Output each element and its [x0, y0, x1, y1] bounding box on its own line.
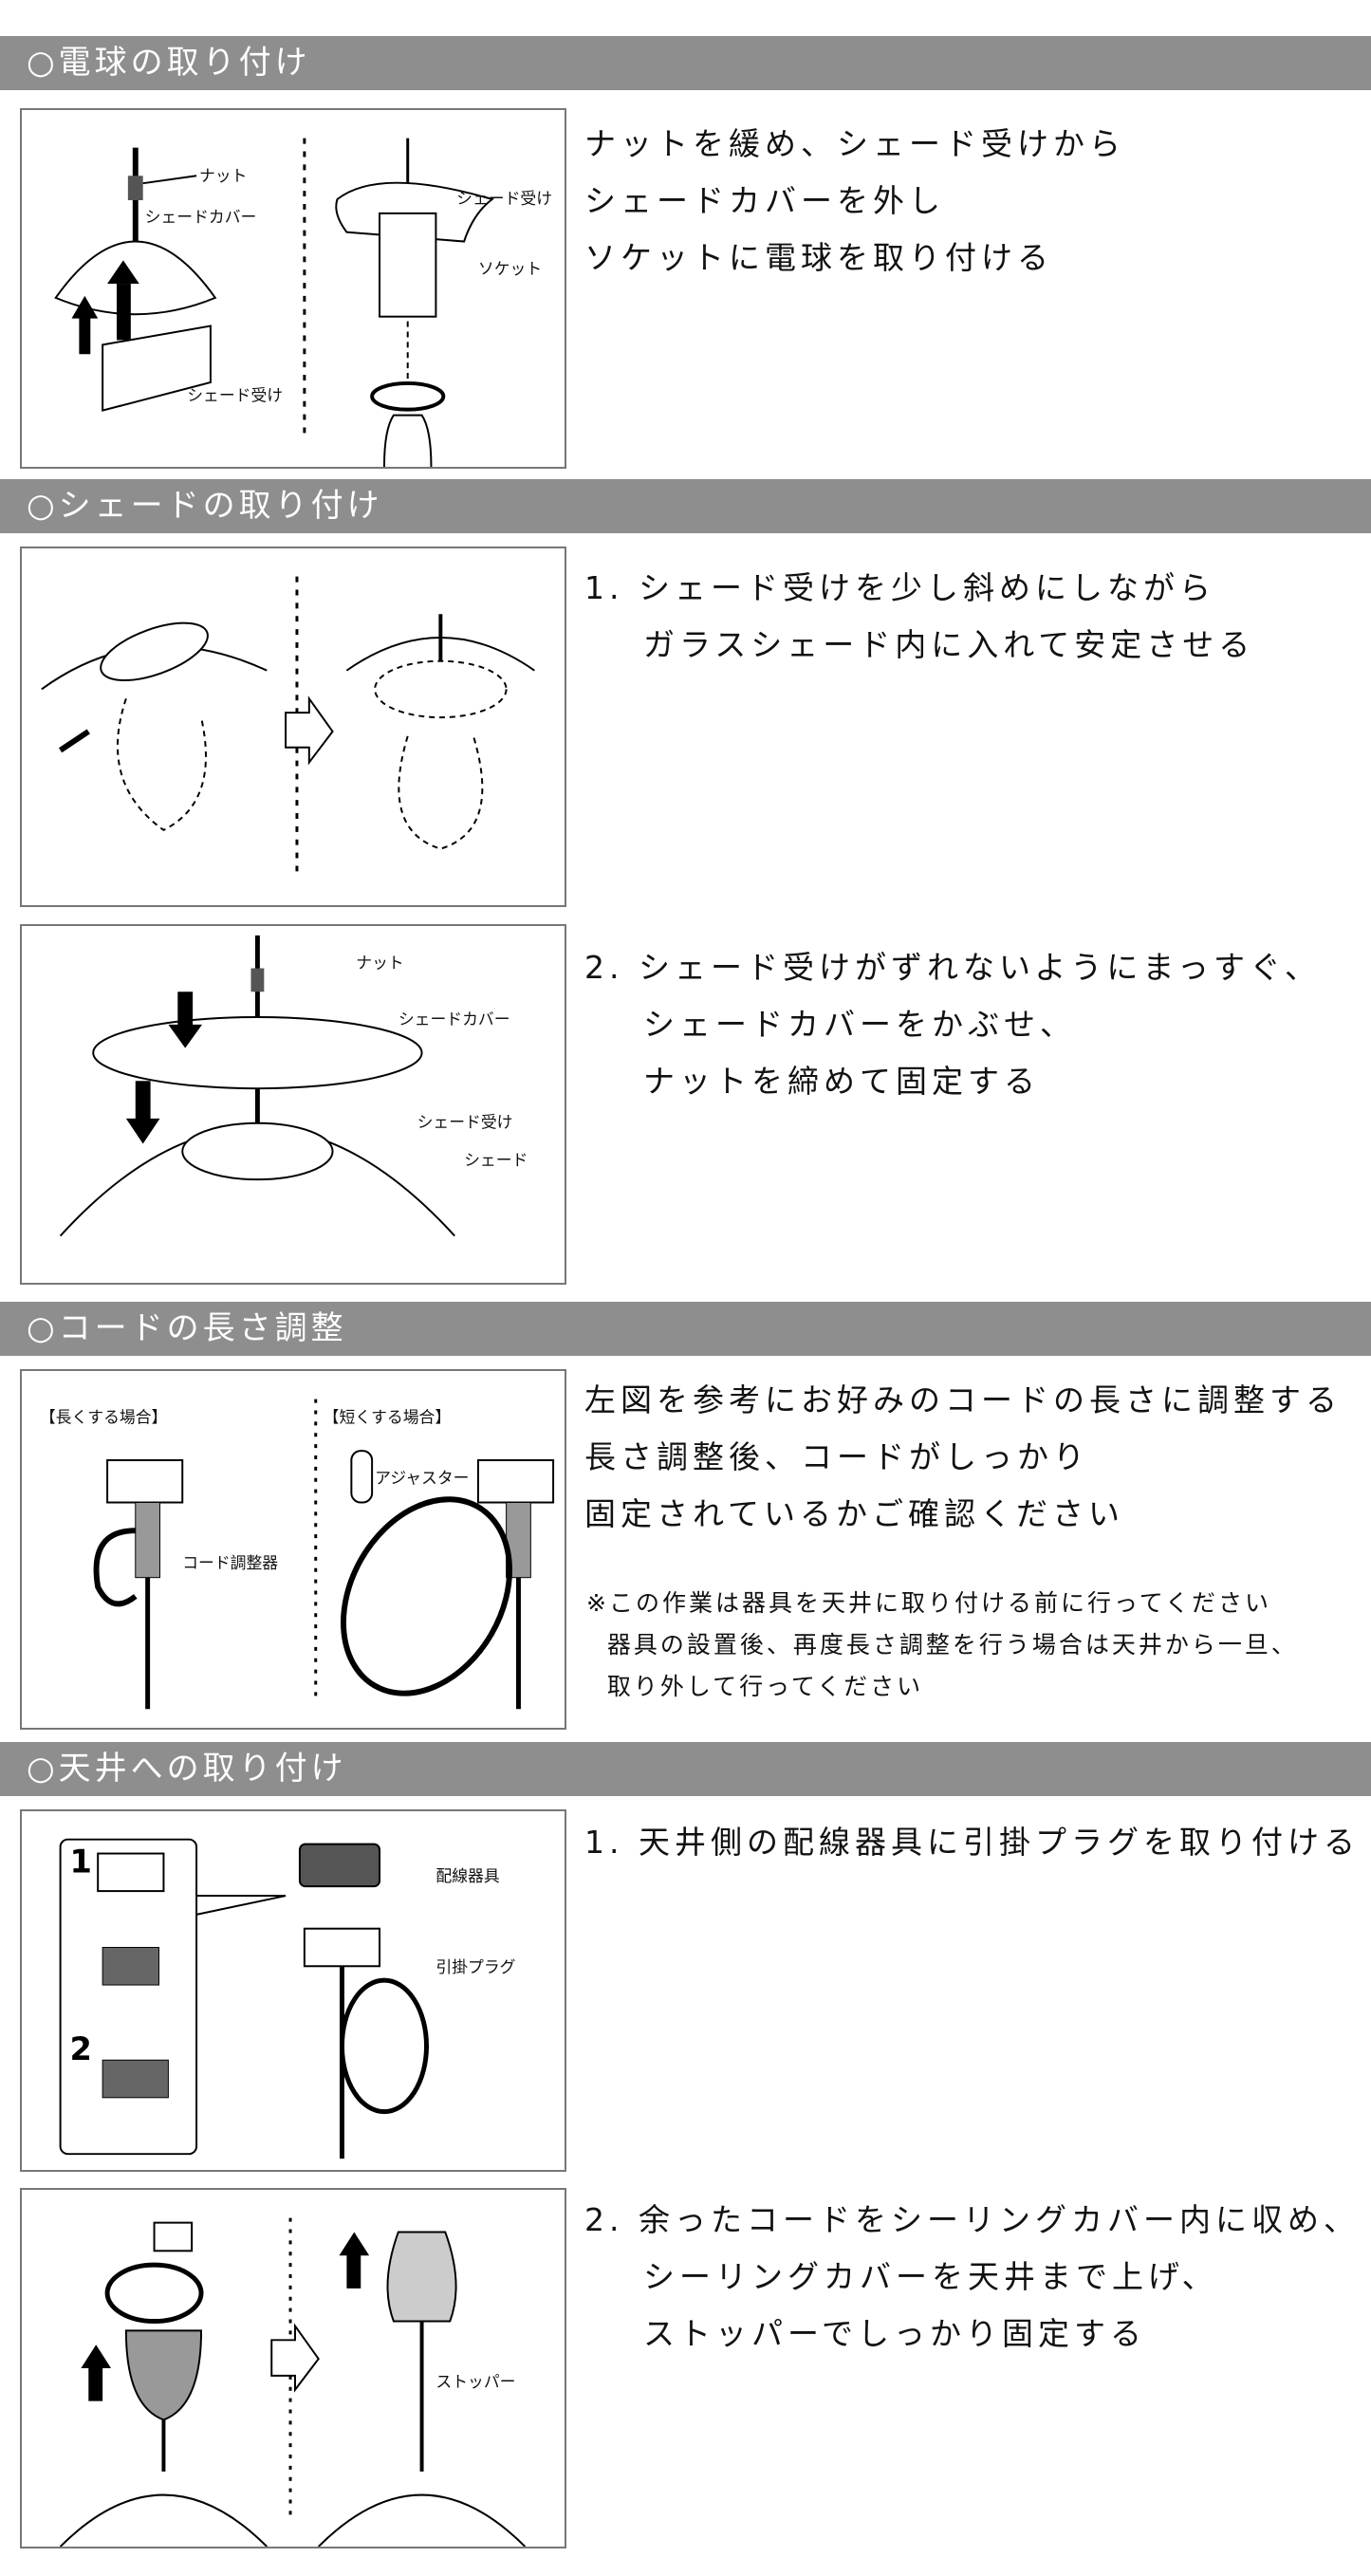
text-line: 引掛プラグ: [435, 1957, 515, 1976]
text-line: アジャスター: [375, 1469, 469, 1488]
text-line: 器具の設置後、再度長さ調整を行う場合は天井から一旦、: [586, 1631, 1298, 1659]
text-line: 2. シェード受けがずれないようにまっすぐ、: [584, 949, 1322, 986]
text-line: シーリングカバーを天井まで上げ、: [584, 2258, 1218, 2295]
text-line: 2. 余ったコードをシーリングカバー内に収め、: [584, 2201, 1360, 2238]
caution-note: ※この作業は器具を天井に取り付ける前に行ってください 器具の設置後、再度長さ調整…: [586, 1583, 1298, 1708]
text-line: ※この作業は器具を天井に取り付ける前に行ってください: [586, 1589, 1271, 1617]
section-header-shade: ○シェードの取り付け: [0, 479, 1371, 533]
section-header-ceiling: ○天井への取り付け: [0, 1742, 1371, 1796]
text-line: シェードカバーを外し: [584, 182, 945, 219]
text-line: 【短くする場合】: [324, 1407, 452, 1426]
text-line: ソケットに電球を取り付ける: [584, 239, 1053, 276]
plug-diagram: 1 2 配線器具 引掛プラグ: [59, 1838, 516, 2159]
cord-adjust-diagram: 【長くする場合】 【短くする場合】 コード調整器 アジャスター: [40, 1399, 555, 1710]
text-line: 取り外して行ってください: [586, 1673, 924, 1700]
text-line: シェード受け: [456, 189, 552, 208]
ceiling-cover-diagram: ストッパー: [59, 2217, 527, 2547]
step-text: 2. シェード受けがずれないようにまっすぐ、 シェードカバーをかぶせ、 ナットを…: [584, 939, 1321, 1110]
illustration-ceiling-step2: ストッパー: [20, 2188, 566, 2548]
step-text: 1. シェード受けを少し斜めにしながら ガラスシェード内に入れて安定させる: [584, 560, 1254, 674]
text-line: 【長くする場合】: [40, 1407, 168, 1426]
text-line: 長さ調整後、コードがしっかり: [584, 1438, 1089, 1475]
illustration-shade-step1: [20, 547, 566, 907]
section-header-bulb: ○電球の取り付け: [0, 36, 1371, 90]
text-line: ナット: [199, 166, 247, 185]
text-line: シェード受け: [187, 386, 283, 405]
text-line: 2: [69, 2030, 91, 2067]
text-line: シェード: [464, 1150, 528, 1169]
text-line: シェードカバーをかぶせ、: [584, 1006, 1076, 1043]
text-line: ナット: [356, 954, 403, 973]
bulb-diagram: ナット シェードカバー シェード受け シェード受け ソケット: [54, 138, 552, 467]
step-text: 2. 余ったコードをシーリングカバー内に収め、 シーリングカバーを天井まで上げ、…: [584, 2192, 1360, 2363]
text-line: ナットを締めて固定する: [584, 1063, 1040, 1100]
illustration-cord: 【長くする場合】 【短くする場合】 コード調整器 アジャスター: [20, 1369, 566, 1730]
illustration-shade-step2: ナット シェードカバー シェード受け シェード: [20, 924, 566, 1285]
shade-insert-diagram: [41, 576, 535, 878]
text-line: 配線器具: [435, 1866, 499, 1885]
text-line: ストッパー: [435, 2372, 515, 2391]
shade-cover-diagram: ナット シェードカバー シェード受け シェード: [59, 935, 528, 1237]
step-text: 左図を参考にお好みのコードの長さに調整する長さ調整後、コードがしっかり固定されて…: [584, 1372, 1342, 1543]
text-line: コード調整器: [182, 1553, 278, 1572]
text-line: 1. 天井側の配線器具に引掛プラグを取り付ける: [584, 1824, 1360, 1861]
text-line: シェードカバー: [398, 1010, 510, 1029]
section-header-cord: ○コードの長さ調整: [0, 1302, 1371, 1356]
text-line: ガラスシェード内に入れて安定させる: [584, 626, 1255, 663]
step-text: ナットを緩め、シェード受けからシェードカバーを外しソケットに電球を取り付ける: [584, 116, 1125, 287]
text-line: ソケット: [478, 259, 542, 278]
text-line: 1. シェード受けを少し斜めにしながら: [584, 569, 1215, 606]
text-line: シェードカバー: [145, 208, 257, 227]
text-line: 左図を参考にお好みのコードの長さに調整する: [584, 1381, 1342, 1418]
text-line: シェード受け: [417, 1113, 513, 1132]
text-line: 1: [69, 1843, 91, 1880]
text-line: ストッパーでしっかり固定する: [584, 2315, 1146, 2352]
step-text: 1. 天井側の配線器具に引掛プラグを取り付ける: [584, 1814, 1360, 1871]
illustration-bulb: ナット シェードカバー シェード受け シェード受け ソケット: [20, 108, 566, 469]
text-line: 固定されているかご確認ください: [584, 1495, 1125, 1532]
text-line: ナットを緩め、シェード受けから: [584, 125, 1125, 162]
illustration-ceiling-step1: 1 2 配線器具 引掛プラグ: [20, 1809, 566, 2172]
